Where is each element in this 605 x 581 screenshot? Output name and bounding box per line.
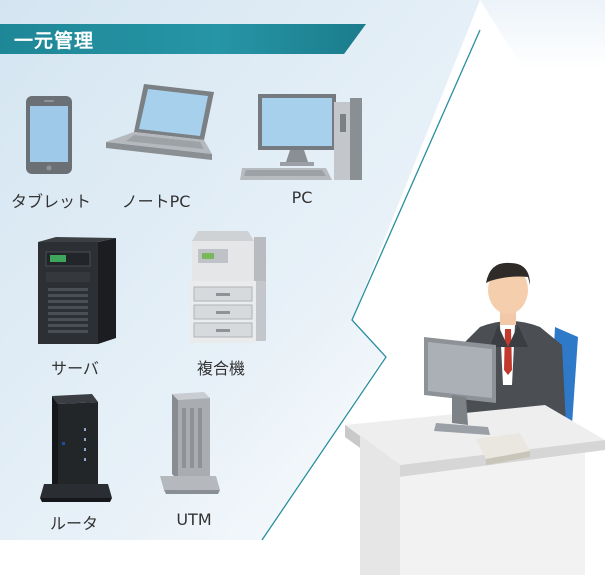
server-icon: [38, 237, 116, 344]
banner-title: 一元管理: [14, 30, 95, 52]
router-label: ルータ: [49, 514, 98, 533]
printer-label: 複合機: [196, 359, 245, 378]
divider-line: [261, 29, 481, 541]
laptop-label: ノートPC: [121, 192, 191, 211]
desktop-pc-icon: [240, 94, 362, 180]
title-banner: 一元管理: [0, 24, 366, 54]
printer-icon: [190, 231, 266, 343]
utm-label: UTM: [176, 510, 212, 529]
tablet-label: タブレット: [10, 192, 91, 211]
laptop-icon: [106, 84, 214, 160]
desktop-label: PC: [291, 188, 313, 207]
server-label: サーバ: [51, 359, 99, 378]
tablet-icon: [26, 96, 72, 174]
utm-appliance-icon: [160, 392, 220, 494]
router-icon: [40, 394, 112, 502]
administrator-desk-illustration: [345, 262, 605, 575]
